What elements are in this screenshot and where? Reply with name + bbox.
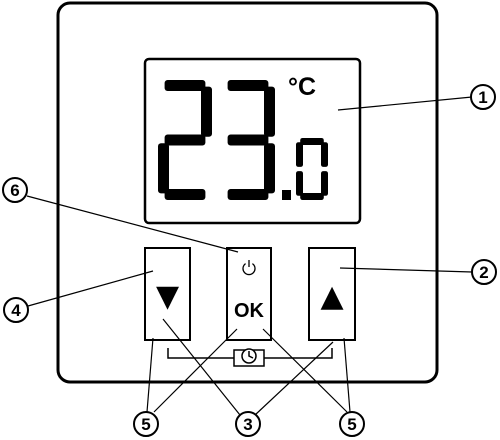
digit-1-segment-b xyxy=(264,86,275,137)
digit-2-segment-c xyxy=(321,171,328,196)
callout-2-label: 2 xyxy=(479,263,488,282)
callout-5-left: 5 xyxy=(133,411,159,437)
down-arrow-icon: ▼ xyxy=(156,279,179,314)
callout-3-label: 3 xyxy=(243,415,252,434)
up-button[interactable] xyxy=(308,247,356,341)
callout-1: 1 xyxy=(470,84,496,110)
ok-label: OK xyxy=(234,300,265,322)
leader-3b xyxy=(254,341,334,416)
ok-button[interactable] xyxy=(226,247,272,341)
leader-lines xyxy=(26,96,473,416)
callout-4-label: 4 xyxy=(11,301,21,320)
leader-4 xyxy=(27,270,154,307)
digit-1-segment-c xyxy=(264,143,275,194)
clock-icon xyxy=(230,348,268,367)
up-arrow-icon: ▲ xyxy=(320,279,343,314)
callout-5-left-label: 5 xyxy=(141,415,150,434)
leader-5b xyxy=(153,328,238,413)
callout-4: 4 xyxy=(3,297,29,323)
leader-5d xyxy=(343,337,351,413)
digit-0-segment-d xyxy=(164,189,206,200)
digit-2-segment-e xyxy=(296,171,303,196)
digit-2-segment-a xyxy=(300,138,324,145)
temperature-unit: °C xyxy=(288,73,316,101)
digit-1-segment-d xyxy=(227,189,269,200)
leader-2 xyxy=(339,267,473,273)
callout-3: 3 xyxy=(235,411,261,437)
callout-2: 2 xyxy=(471,259,497,285)
digit-1-segment-a xyxy=(227,80,269,91)
leader-5c xyxy=(262,328,348,413)
decimal-point xyxy=(282,190,291,200)
digit-0-segment-g xyxy=(164,134,206,146)
callout-5-right: 5 xyxy=(339,411,365,437)
leader-1 xyxy=(337,96,473,111)
leader-3a xyxy=(162,318,241,416)
callout-1-label: 1 xyxy=(478,88,487,107)
callout-6: 6 xyxy=(2,177,28,203)
digit-2-segment-b xyxy=(321,142,328,167)
leader-6 xyxy=(26,195,239,253)
power-icon xyxy=(242,260,256,276)
combo-bracket xyxy=(167,348,333,359)
callout-6-label: 6 xyxy=(10,181,19,200)
digit-2-segment-f xyxy=(296,142,303,167)
digit-0-segment-b xyxy=(201,86,212,137)
digit-0-segment-e xyxy=(158,143,169,194)
digit-2-segment-d xyxy=(300,193,324,200)
callout-5-right-label: 5 xyxy=(347,415,356,434)
lcd-temperature-value xyxy=(158,80,328,200)
digit-1-segment-g xyxy=(227,134,269,146)
leader-5a xyxy=(146,337,154,413)
digit-0-segment-a xyxy=(164,80,206,91)
